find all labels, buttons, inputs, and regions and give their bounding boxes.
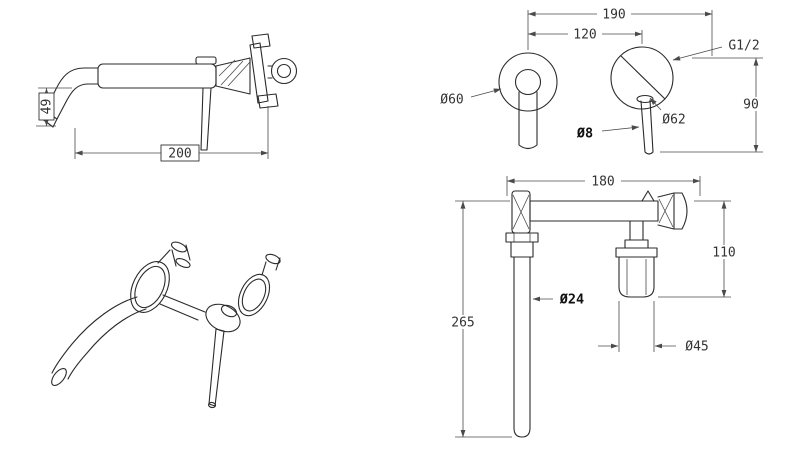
vent-detail: [641, 190, 655, 202]
dim-label-d62: Ø62: [662, 113, 685, 128]
wall-neck: [215, 57, 251, 95]
inlet-tube: [505, 232, 539, 438]
dim-d60: Ø60: [440, 88, 502, 108]
dim-label-180: 180: [591, 175, 614, 190]
spout-hub: [514, 68, 542, 96]
view-side-top: 49 200: [36, 33, 298, 162]
dim-label-120: 120: [573, 28, 596, 43]
valve-body: [529, 200, 659, 222]
dim-label-d24: Ø24: [559, 292, 584, 308]
dim-label-190: 190: [602, 8, 625, 23]
right-check-valve: [657, 192, 688, 230]
dim-inlet-265: 265: [446, 200, 512, 438]
dim-label-90: 90: [743, 98, 759, 113]
faucet-body: [97, 63, 217, 89]
dim-label-d45: Ø45: [685, 340, 708, 355]
dim-d24: Ø24: [532, 292, 584, 308]
lever-rod: [640, 99, 654, 155]
rear-escutcheon: [130, 261, 170, 313]
dim-label-d8: Ø8: [576, 126, 593, 142]
dim-width-180: 180: [506, 174, 701, 196]
view-front: 190 120 G1/2 Ø60 Ø8 Ø62 90: [440, 7, 766, 155]
dim-label-200: 200: [168, 147, 191, 162]
perspective-lever: [207, 328, 225, 409]
dim-label-265: 265: [451, 316, 474, 331]
left-cross-fitting: [511, 190, 531, 234]
cartridge-cap: [195, 56, 217, 65]
view-rough-in: 180 110 265 Ø24 Ø45: [446, 174, 741, 438]
valve-cartridge: [615, 220, 658, 298]
dim-drop-90: 90: [660, 57, 766, 153]
thread-callout: G1/2: [672, 39, 760, 61]
view-perspective: [51, 241, 281, 409]
dim-valve-drop-110: 110: [658, 200, 741, 298]
spout-front: [518, 91, 538, 150]
thread-label-g12: G1/2: [728, 39, 759, 54]
rear-fitting: [157, 241, 191, 268]
dim-d8: Ø8: [576, 125, 640, 142]
dim-d62: Ø62: [649, 97, 686, 128]
mixer-body-link: [159, 294, 206, 321]
front-escutcheon: [237, 253, 281, 317]
dim-d45: Ø45: [598, 301, 709, 355]
dim-label-49: 49: [40, 99, 55, 115]
dim-label-110: 110: [712, 246, 735, 261]
dim-label-d60: Ø60: [440, 93, 463, 108]
dim-width-190: 190: [527, 7, 713, 56]
lever-handle: [200, 87, 212, 151]
handle-escutcheon: [610, 46, 674, 110]
perspective-spout: [51, 296, 147, 387]
dim-spout-reach: 200: [74, 106, 269, 162]
dim-spacing-120: 120: [528, 27, 643, 44]
handle-chord: [620, 55, 666, 100]
spout-escutcheon: [498, 52, 558, 112]
dim-spout-height: 49: [36, 87, 72, 127]
wall-bracket: [249, 33, 298, 109]
